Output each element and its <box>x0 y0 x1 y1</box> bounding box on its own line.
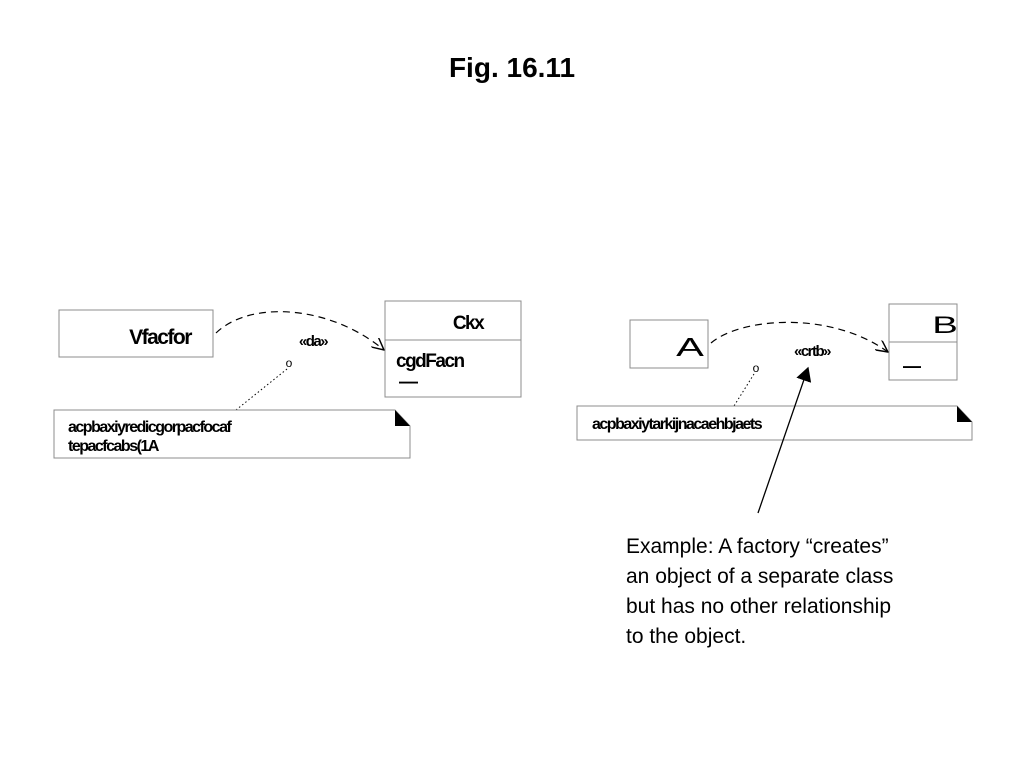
example-caption: Example: A factory “creates” an object o… <box>626 532 966 652</box>
right-supplier-class-box: B — <box>888 303 958 381</box>
caption-line: but has no other relationship <box>626 595 892 618</box>
left-constraint-marker: o <box>286 356 293 370</box>
left-supplier-operations: cgdFacn <box>396 351 465 372</box>
left-uml-diagram: Vfacfor «da» o Ckx cgdFacn — acpbaxiyred… <box>53 300 522 459</box>
right-note-line-1: acpbaxiytarkijnacaehbjaets <box>592 416 763 433</box>
left-note-connector <box>235 368 288 411</box>
left-supplier-class-box: Ckx cgdFacn — <box>384 300 522 398</box>
left-supplier-class-name: Ckx <box>453 313 485 334</box>
right-note-connector <box>733 373 755 407</box>
left-dependency-stereotype: «da» <box>299 333 328 350</box>
left-supplier-attribute: — <box>399 372 418 393</box>
slide-title: Fig. 16.11 <box>448 52 576 83</box>
left-note-line-1: acpbaxiyredicgorpacfocaf <box>68 419 232 436</box>
right-dependency-stereotype: «crtb» <box>794 343 831 360</box>
caption-pointer-arrow <box>757 366 812 514</box>
right-uml-diagram: A «crtb» o B — acpbaxiytarkijnacaehbjaet… <box>576 303 973 514</box>
right-supplier-attribute: — <box>903 356 921 376</box>
caption-line: Example: A factory “creates” <box>626 535 889 558</box>
left-client-class-box: Vfacfor <box>58 309 214 358</box>
left-client-class-label: Vfacfor <box>129 326 192 349</box>
left-note-line-2: tepacfcabs(1A <box>68 438 160 455</box>
right-supplier-class-name: B <box>932 311 958 338</box>
left-dependency-arrow <box>215 311 384 350</box>
right-dependency-arrow <box>710 321 888 352</box>
caption-line: to the object. <box>626 625 747 648</box>
right-constraint-marker: o <box>753 361 760 375</box>
right-client-class-label: A <box>676 334 705 362</box>
right-client-class-box: A <box>629 319 709 369</box>
left-note-box: acpbaxiyredicgorpacfocaf tepacfcabs(1A <box>53 409 411 459</box>
right-note-box: acpbaxiytarkijnacaehbjaets <box>576 405 973 441</box>
caption-line: an object of a separate class <box>626 565 894 588</box>
